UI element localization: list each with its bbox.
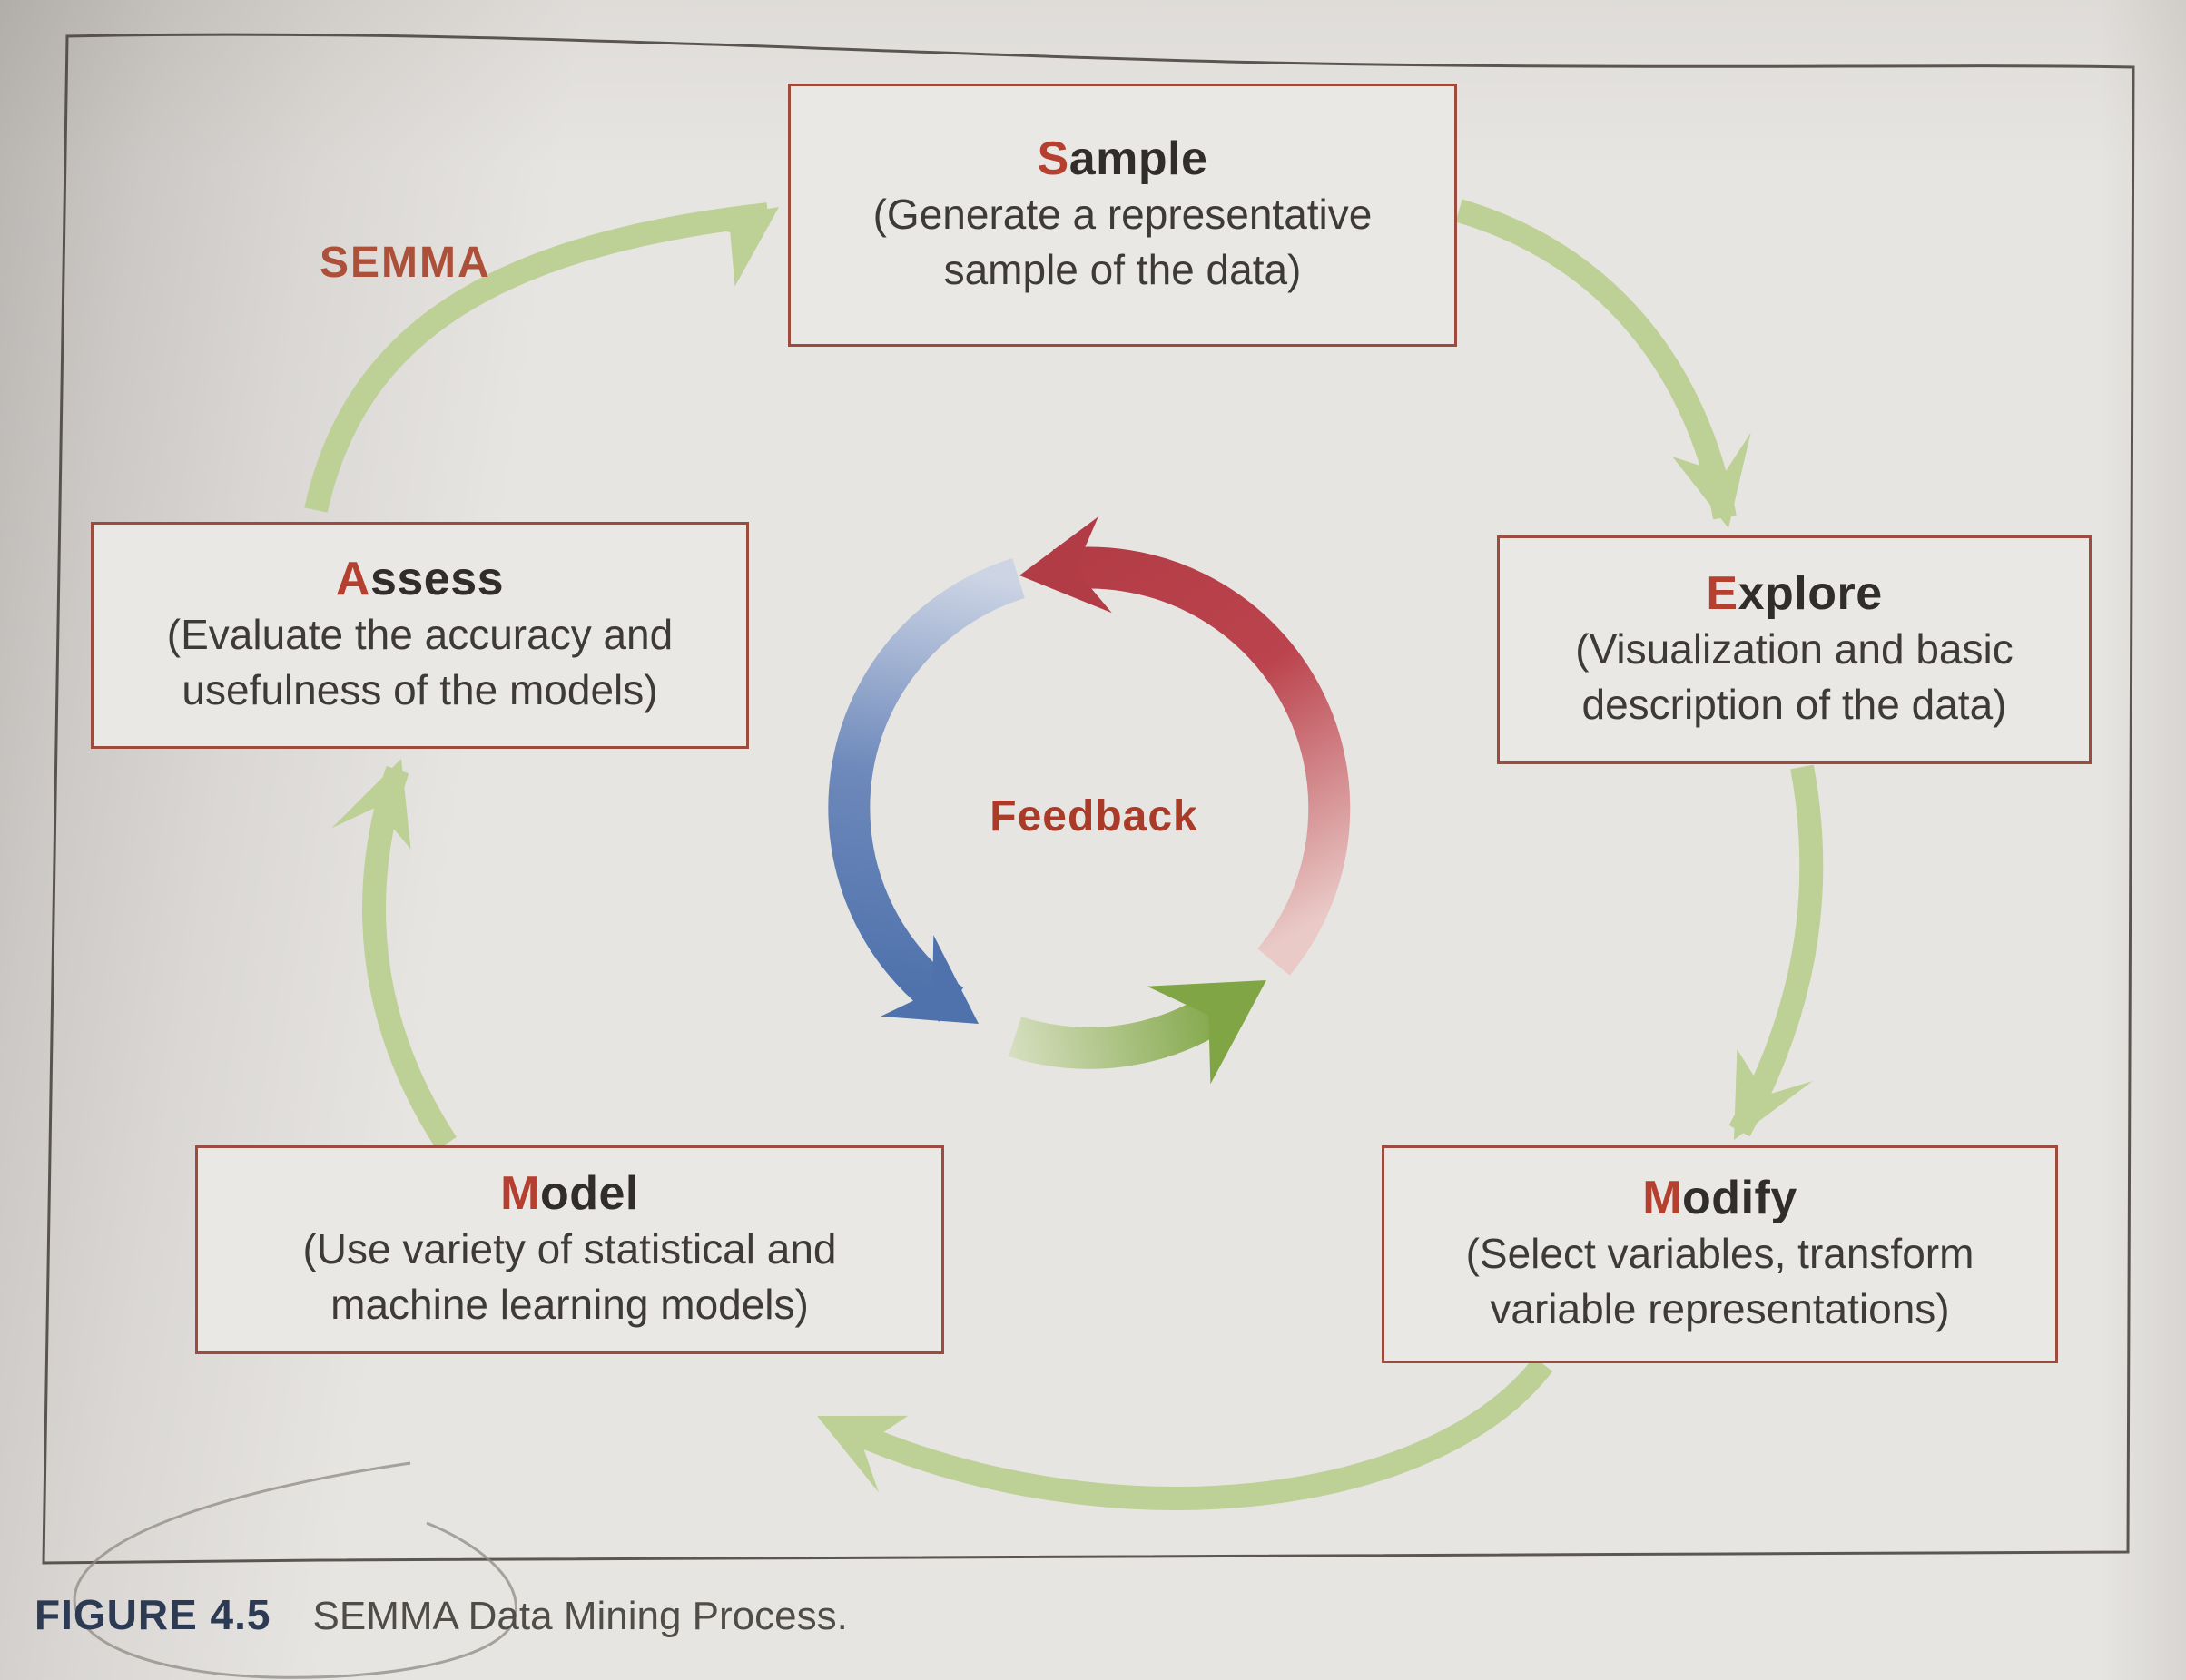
- box-description-line: (Use variety of statistical and: [302, 1225, 837, 1273]
- box-title-initial: M: [1642, 1172, 1683, 1225]
- box-description-line: usefulness of the models): [182, 665, 658, 713]
- feedback-label: Feedback: [990, 792, 1198, 840]
- arrowhead-sample-to-explore-icon: [1672, 432, 1751, 528]
- feedback-loop: [828, 516, 1351, 1085]
- box-description-line: sample of the data): [943, 245, 1302, 293]
- box-title-rest: ssess: [369, 553, 505, 606]
- outer-cycle-arrows: [304, 199, 1824, 1510]
- box-title-initial: M: [500, 1167, 540, 1221]
- process-box-model: Model (Use variety of statistical and ma…: [195, 1145, 944, 1354]
- process-box-sample: Sample (Generate a representative sample…: [788, 84, 1457, 347]
- arrowhead-explore-to-modify-icon: [1734, 1048, 1813, 1140]
- box-title-rest: xplore: [1738, 567, 1883, 621]
- box-description-line: description of the data): [1581, 680, 2007, 728]
- feedback-loop-red-arc-icon: [1052, 546, 1351, 976]
- arrow-explore-to-modify-icon: [1728, 764, 1824, 1137]
- process-box-modify: Modify (Select variables, transform vari…: [1382, 1145, 2058, 1363]
- arrowhead-model-to-assess-icon: [331, 759, 411, 850]
- box-description-line: (Evaluate the accuracy and: [166, 611, 674, 659]
- arrow-model-to-assess-icon: [362, 765, 457, 1151]
- feedback-loop-green-arc-icon: [1008, 991, 1232, 1069]
- box-title-rest: odel: [539, 1167, 639, 1221]
- feedback-loop-red-arrowhead-icon: [1019, 516, 1112, 614]
- box-title-explore: Explore: [1706, 567, 1882, 622]
- box-title-model: Model: [500, 1167, 639, 1222]
- box-title-sample: Sample: [1038, 133, 1208, 187]
- arrow-assess-to-sample-icon: [304, 202, 770, 513]
- figure-frame-border: [42, 33, 2135, 1565]
- box-title-initial: E: [1706, 567, 1738, 621]
- box-title-assess: Assess: [336, 553, 504, 607]
- box-title-rest: odify: [1682, 1172, 1797, 1225]
- feedback-loop-green-arrowhead-icon: [1147, 980, 1266, 1085]
- box-title-initial: A: [335, 553, 370, 606]
- semma-label: SEMMA: [320, 239, 491, 287]
- arrowhead-assess-to-sample-icon: [682, 207, 779, 287]
- feedback-loop-blue-arrowhead-icon: [881, 935, 979, 1024]
- box-description-line: variable representations): [1490, 1284, 1950, 1332]
- feedback-loop-blue-arc-icon: [828, 558, 1025, 1022]
- box-title-modify: Modify: [1642, 1172, 1797, 1226]
- process-box-assess: Assess (Evaluate the accuracy and useful…: [91, 522, 749, 749]
- pencil-scribble-icon: [73, 1461, 517, 1679]
- process-box-explore: Explore (Visualization and basic descrip…: [1497, 535, 2092, 764]
- box-title-initial: S: [1037, 133, 1069, 186]
- arrow-sample-to-explore-icon: [1455, 199, 1737, 520]
- box-description-line: (Visualization and basic: [1575, 625, 2014, 673]
- figure-number: FIGURE 4.5: [34, 1591, 271, 1638]
- arrow-modify-to-model-icon: [848, 1357, 1553, 1510]
- box-description-line: (Select variables, transform: [1465, 1230, 1974, 1278]
- box-description-line: (Generate a representative: [872, 191, 1373, 239]
- figure-caption: FIGURE 4.5 SEMMA Data Mining Process.: [34, 1590, 848, 1639]
- box-title-rest: ample: [1068, 133, 1208, 186]
- arrowhead-modify-to-model-icon: [817, 1415, 909, 1493]
- figure-title: SEMMA Data Mining Process.: [312, 1594, 848, 1638]
- box-description-line: machine learning models): [330, 1280, 809, 1328]
